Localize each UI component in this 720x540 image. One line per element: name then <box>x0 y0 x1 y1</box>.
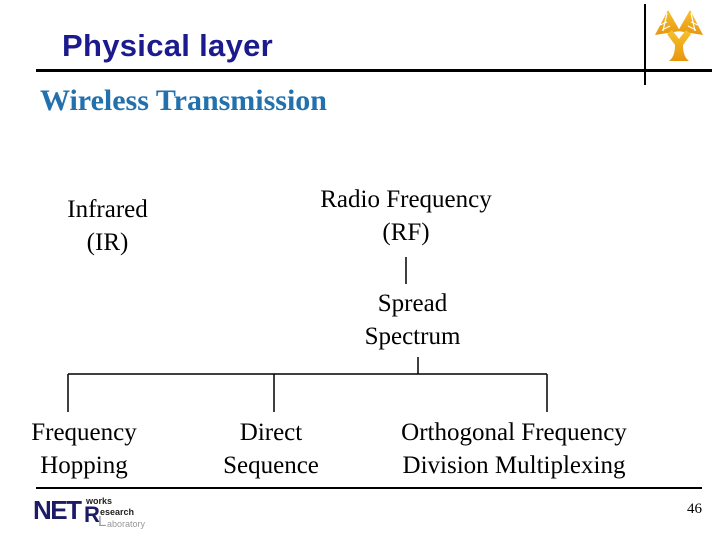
netr-logo-l: L <box>98 513 107 530</box>
netr-logo-net: NET <box>33 495 82 525</box>
node-frequency-hopping-line1: Frequency <box>31 419 137 446</box>
page-number: 46 <box>687 501 702 517</box>
node-infrared-line2: (IR) <box>86 228 129 256</box>
node-ofdm-line1: Orthogonal Frequency <box>401 419 627 446</box>
header-vertical-line <box>644 4 646 85</box>
node-radio-frequency-line1: Radio Frequency <box>320 186 492 213</box>
node-spread-spectrum: Spread Spectrum <box>330 288 495 353</box>
node-ofdm: Orthogonal Frequency Division Multiplexi… <box>383 417 645 482</box>
netr-logo-aboratory: aboratory <box>107 519 146 529</box>
node-infrared-line1: Infrared <box>67 196 148 223</box>
slide-subtitle: Wireless Transmission <box>40 84 327 117</box>
netr-logo-works: works <box>86 496 113 506</box>
slide-title: Physical layer <box>62 28 274 63</box>
node-ofdm-line2: Division Multiplexing <box>402 451 626 479</box>
node-frequency-hopping-line2: Hopping <box>40 451 128 479</box>
netr-logo-esearch: esearch <box>100 507 135 517</box>
node-infrared: Infrared (IR) <box>30 194 185 259</box>
node-frequency-hopping: Frequency Hopping <box>9 417 159 482</box>
netr-logo-r: R <box>84 502 100 527</box>
node-spread-spectrum-line2: Spectrum <box>364 322 461 350</box>
node-direct-sequence-line2: Sequence <box>223 451 319 479</box>
node-direct-sequence-line1: Direct <box>239 419 303 446</box>
netr-lab-logo: NET works R esearch L aboratory <box>33 495 153 535</box>
node-spread-spectrum-line1: Spread <box>377 290 448 317</box>
header-divider-line <box>36 69 712 72</box>
footer-divider-line <box>36 487 702 489</box>
node-direct-sequence: Direct Sequence <box>196 417 346 482</box>
node-radio-frequency: Radio Frequency (RF) <box>296 184 516 249</box>
university-tree-icon <box>655 10 703 61</box>
node-radio-frequency-line2: (RF) <box>382 218 430 246</box>
